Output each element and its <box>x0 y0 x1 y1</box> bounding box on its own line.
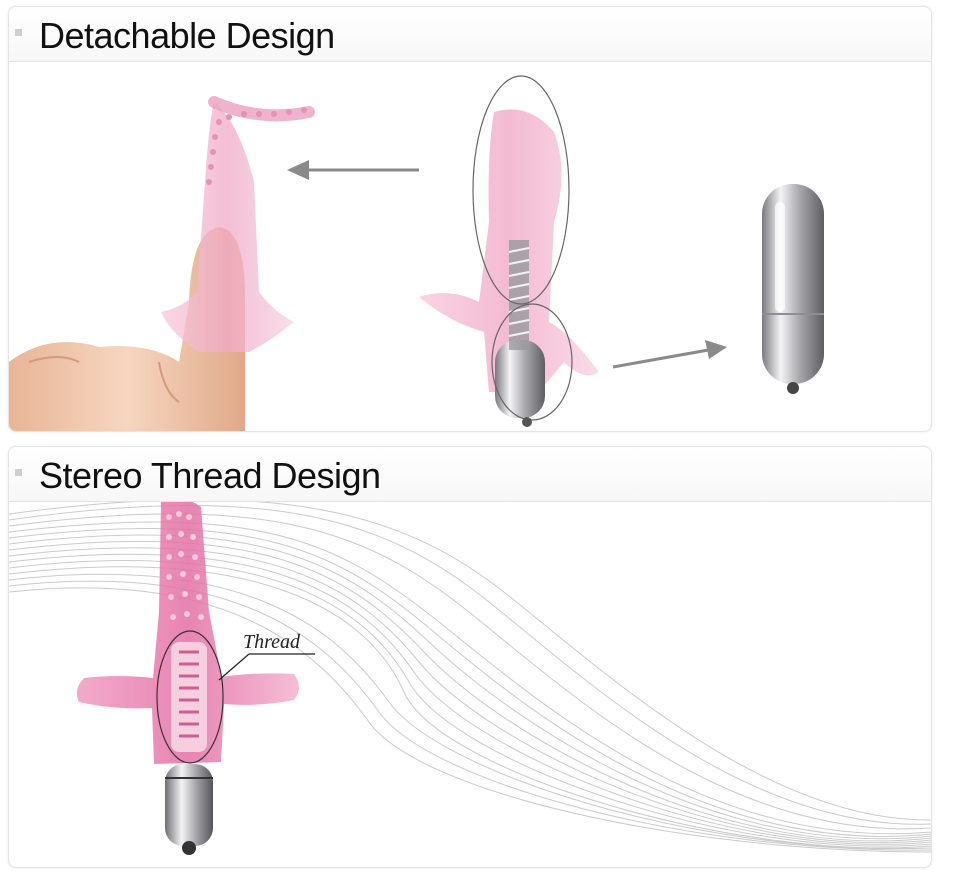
detachable-svg <box>9 75 824 431</box>
bullet-icon <box>15 29 22 36</box>
section-header: Stereo Thread Design <box>9 447 931 502</box>
finger-photo <box>9 96 315 431</box>
assembled-product <box>419 75 599 427</box>
detachable-design-panel: Detachable Design <box>8 6 932 432</box>
thread-illustration: Thread <box>9 502 931 867</box>
section-header: Detachable Design <box>9 7 931 62</box>
thread-product <box>76 502 299 855</box>
arrow-left-icon <box>287 160 419 180</box>
bullet-icon <box>15 469 22 476</box>
wave-lines-background <box>9 502 931 853</box>
section-title: Stereo Thread Design <box>39 455 381 496</box>
section-title: Detachable Design <box>39 15 335 56</box>
arrow-right-icon <box>612 340 727 369</box>
stereo-thread-design-panel: Stereo Thread Design <box>8 446 932 868</box>
thread-svg: Thread <box>9 502 931 855</box>
bullet-vibrator <box>762 184 824 394</box>
detachable-illustration <box>9 62 931 431</box>
thread-label: Thread <box>243 631 301 653</box>
thread-callout: Thread <box>218 631 315 681</box>
